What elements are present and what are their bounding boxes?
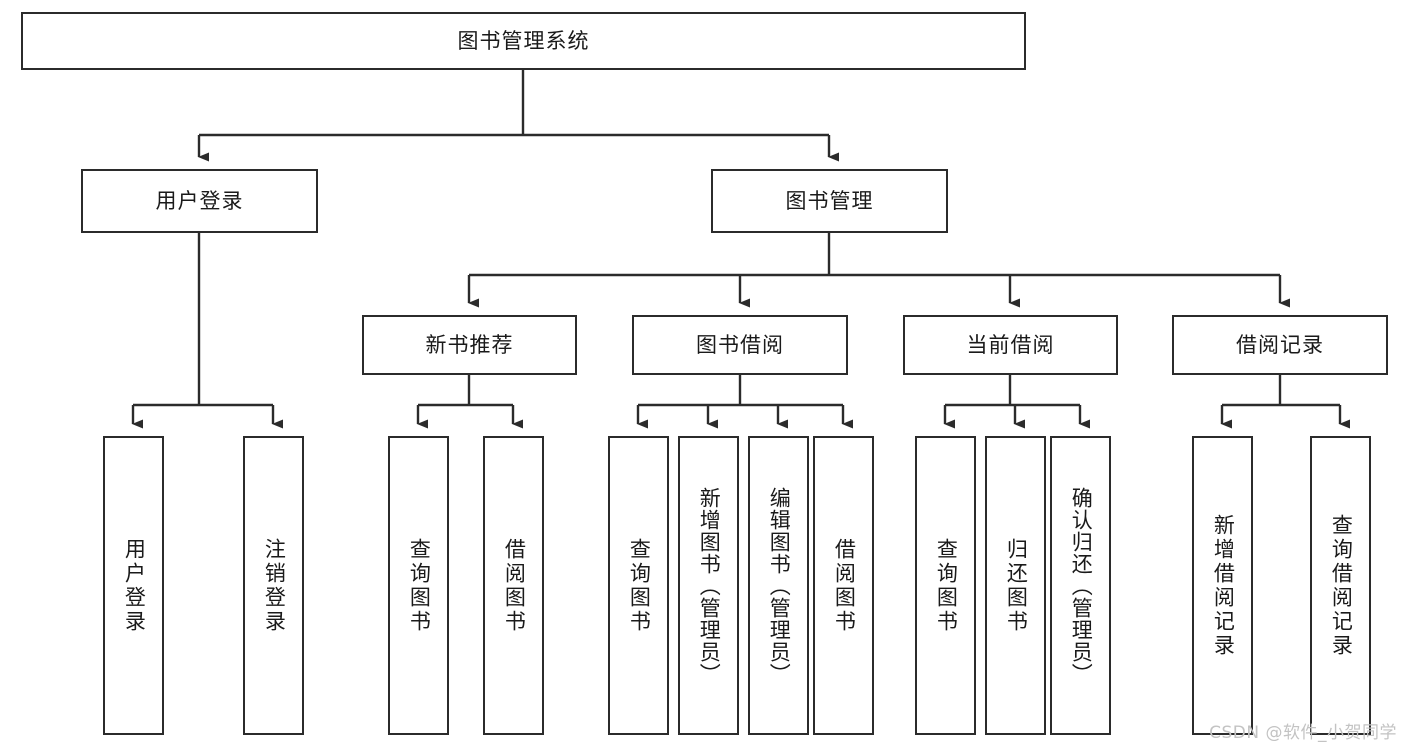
node-label: 当前借阅 <box>966 332 1055 357</box>
node-book-management[interactable]: 图书管理 <box>711 169 948 233</box>
node-label: 图书管理 <box>785 188 874 213</box>
node-label: 查询图书 <box>407 537 432 634</box>
node-current-borrow[interactable]: 当前借阅 <box>903 315 1118 375</box>
node-label: 查询借阅记录 <box>1329 513 1354 658</box>
leaf-new-book-borrow[interactable]: 借阅图书 <box>483 436 544 735</box>
node-label: 新书推荐 <box>425 332 514 357</box>
node-book-borrow[interactable]: 图书借阅 <box>632 315 848 375</box>
node-label: 归还图书 <box>1004 537 1029 634</box>
node-label: 图书借阅 <box>696 332 784 357</box>
node-label: 注销登录 <box>262 537 287 634</box>
leaf-new-book-query[interactable]: 查询图书 <box>388 436 449 735</box>
node-label: 借阅图书 <box>832 537 857 634</box>
leaf-borrow-edit-book[interactable]: 编辑图书（管理员） <box>748 436 809 735</box>
node-label: 新增图书（管理员） <box>697 486 722 685</box>
leaf-borrow-borrow-book[interactable]: 借阅图书 <box>813 436 874 735</box>
node-label: 用户登录 <box>122 537 147 634</box>
node-user-login[interactable]: 用户登录 <box>81 169 318 233</box>
node-label: 确认归还（管理员） <box>1069 486 1094 685</box>
node-label: 编辑图书（管理员） <box>767 486 792 685</box>
node-borrow-record[interactable]: 借阅记录 <box>1172 315 1388 375</box>
leaf-record-query[interactable]: 查询借阅记录 <box>1310 436 1371 735</box>
node-label: 新增借阅记录 <box>1211 513 1236 658</box>
node-label: 用户登录 <box>155 188 244 213</box>
leaf-current-return-book[interactable]: 归还图书 <box>985 436 1046 735</box>
node-label: 借阅记录 <box>1236 332 1324 357</box>
leaf-current-query-book[interactable]: 查询图书 <box>915 436 976 735</box>
leaf-user-login-logout[interactable]: 注销登录 <box>243 436 304 735</box>
node-label: 图书管理系统 <box>457 28 590 53</box>
leaf-current-confirm-return[interactable]: 确认归还（管理员） <box>1050 436 1111 735</box>
node-label: 查询图书 <box>934 537 959 634</box>
node-new-book-recommend[interactable]: 新书推荐 <box>362 315 577 375</box>
leaf-user-login-login[interactable]: 用户登录 <box>103 436 164 735</box>
node-root-system[interactable]: 图书管理系统 <box>21 12 1026 70</box>
node-label: 借阅图书 <box>502 537 527 634</box>
leaf-record-add[interactable]: 新增借阅记录 <box>1192 436 1253 735</box>
leaf-borrow-query-book[interactable]: 查询图书 <box>608 436 669 735</box>
node-label: 查询图书 <box>627 537 652 634</box>
watermark-text: CSDN @软件_小贺同学 <box>1209 723 1397 743</box>
leaf-borrow-add-book[interactable]: 新增图书（管理员） <box>678 436 739 735</box>
